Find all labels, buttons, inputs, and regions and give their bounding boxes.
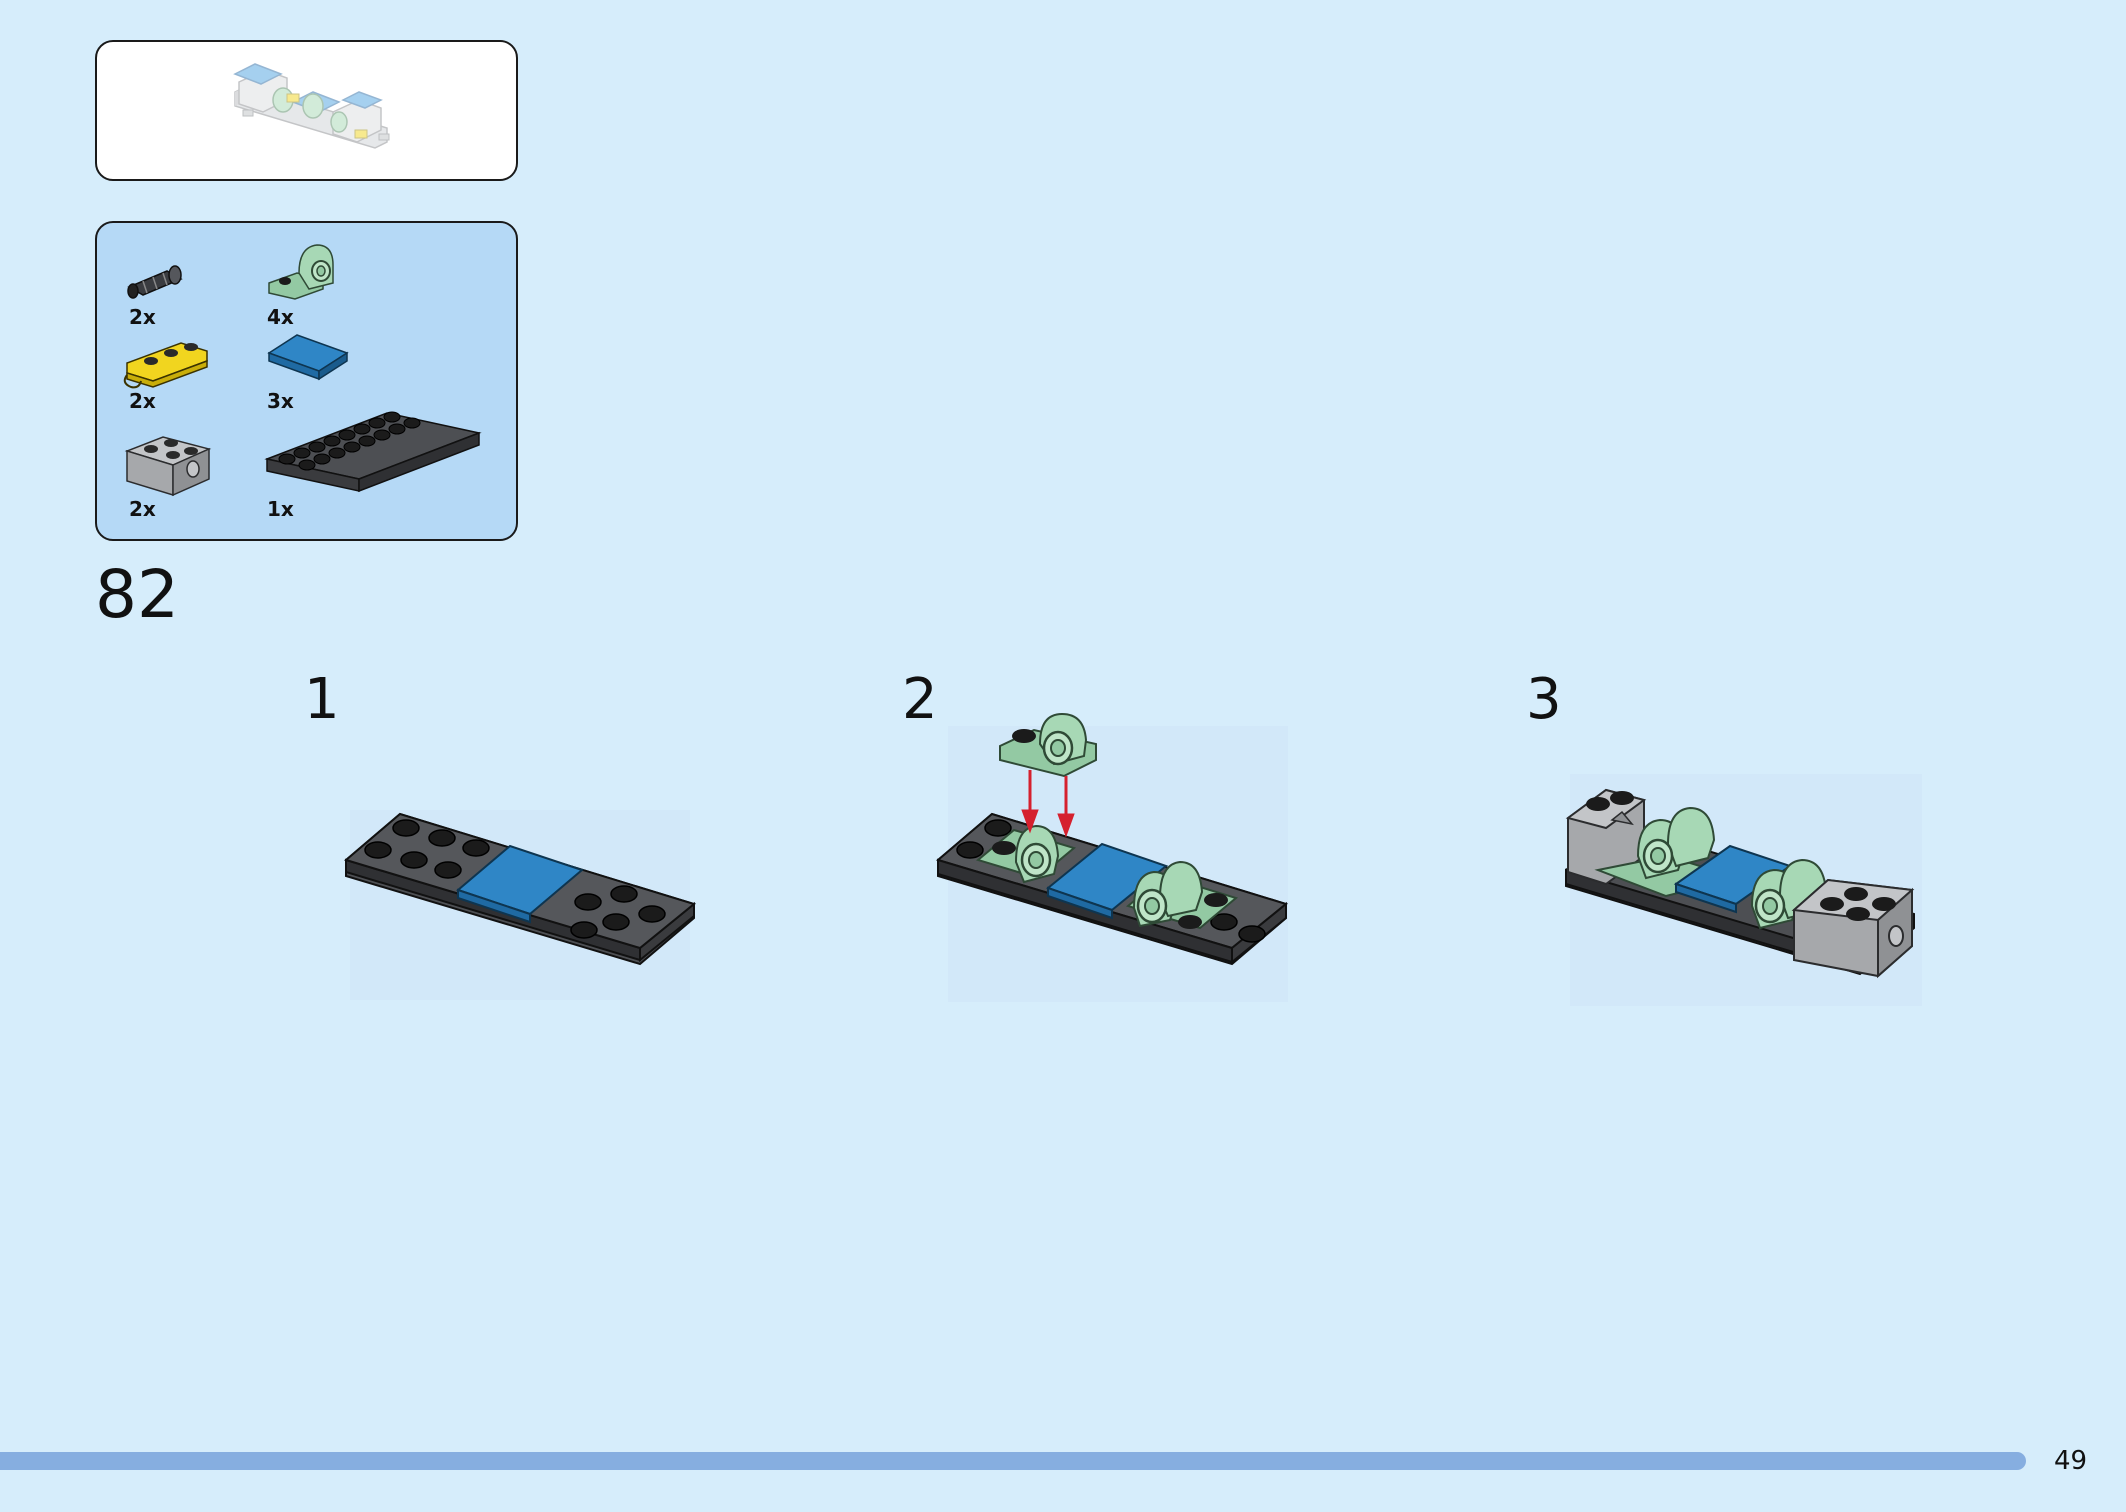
part-quantity: 2x	[129, 389, 156, 413]
tile-2x2-icon	[267, 334, 349, 381]
substep-number: 1	[304, 667, 340, 732]
plate-with-pin-hole-icon	[268, 244, 334, 300]
plate-with-clip-icon	[123, 342, 208, 389]
technic-axle-pin-icon	[127, 265, 183, 299]
part-quantity: 2x	[129, 305, 156, 329]
step-number: 82	[95, 556, 179, 633]
substep-3-assembly	[1565, 774, 1922, 1006]
page-number: 49	[2054, 1446, 2088, 1476]
part-quantity: 3x	[267, 389, 294, 413]
substep-number: 2	[902, 667, 938, 732]
page-progress-bar	[0, 1452, 2026, 1470]
brick-with-hole-icon	[124, 436, 212, 497]
part-quantity: 2x	[129, 497, 156, 521]
parts-illustrations	[123, 244, 482, 497]
finished-assembly-thumbnail	[233, 63, 390, 149]
arrow-down-icon	[1021, 770, 1075, 838]
parts-list: 2x 4x 2x 3x 2x 1x	[95, 221, 518, 541]
part-quantity: 1x	[267, 497, 294, 521]
preview-box	[95, 40, 518, 181]
substep-2-assembly	[935, 712, 1289, 1002]
part-quantity: 4x	[267, 305, 294, 329]
plate-2x8-icon	[264, 411, 482, 493]
substep-number: 3	[1526, 667, 1562, 732]
substep-1-assembly	[343, 810, 697, 1000]
